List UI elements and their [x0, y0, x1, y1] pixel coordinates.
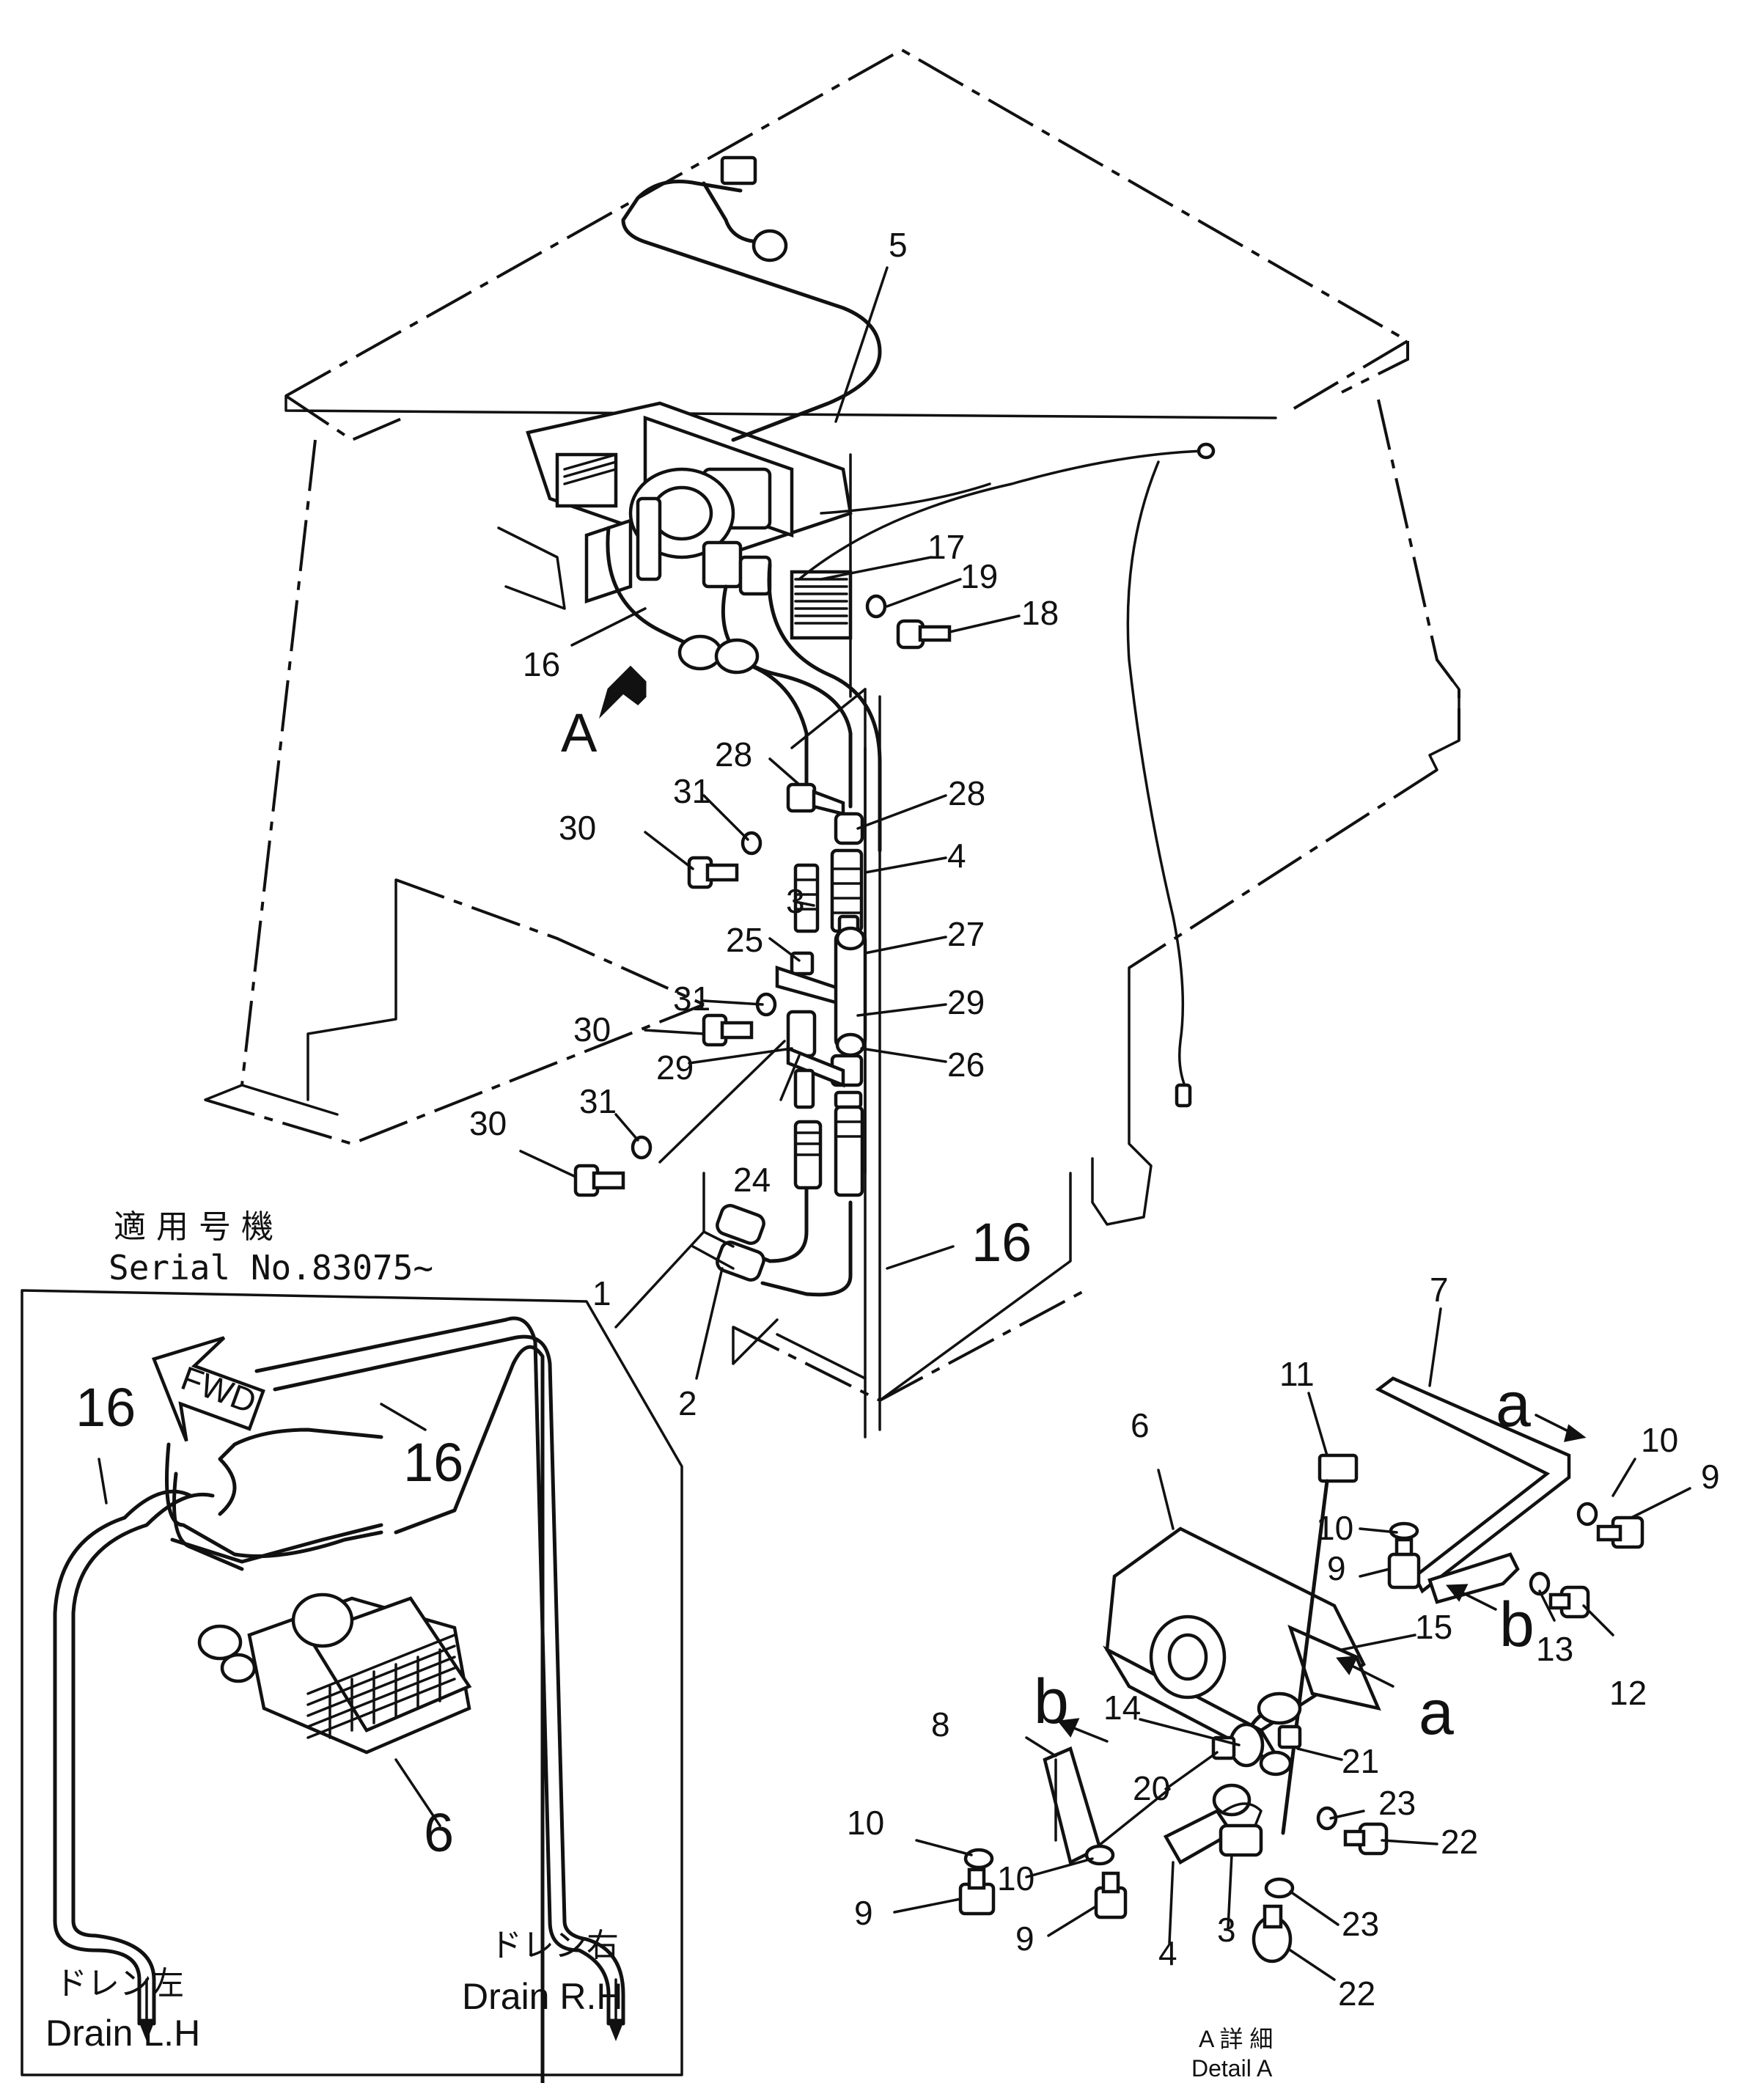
- detail-callout-4: 4: [1158, 1934, 1177, 1972]
- callout-24: 24: [733, 1161, 771, 1199]
- leaders-main: [519, 266, 1021, 1380]
- detail-arrow-a-top: a: [1496, 1370, 1531, 1440]
- callout-29-left: 29: [656, 1048, 694, 1087]
- callout-2: 2: [678, 1384, 697, 1422]
- detail-callout-10-top-right: 10: [1641, 1421, 1678, 1459]
- main-callouts: 5 17 19 18 16 A 28 28 31 30 4 3 25 27 31…: [469, 226, 1059, 1422]
- callout-view-a: A: [561, 702, 598, 763]
- inset-callout-16-left: 16: [76, 1377, 136, 1438]
- callout-4: 4: [947, 837, 966, 875]
- callout-31-top: 31: [673, 772, 710, 810]
- detail-callout-23-top: 23: [1378, 1784, 1416, 1822]
- detail-callout-10-left: 10: [847, 1804, 884, 1842]
- detail-caption-jp: A 詳 細: [1199, 2026, 1273, 2052]
- callout-16-large: 16: [971, 1212, 1032, 1273]
- callout-30-low: 30: [469, 1104, 507, 1142]
- callout-5: 5: [889, 226, 908, 264]
- serial-label-en: Serial No.83075~: [109, 1248, 433, 1287]
- detail-caption-en: Detail A: [1191, 2055, 1273, 2082]
- view-a-arrow: [598, 665, 647, 719]
- detail-callout-11: 11: [1279, 1355, 1315, 1393]
- callout-27: 27: [947, 915, 985, 953]
- detail-callout-7: 7: [1430, 1271, 1449, 1309]
- detail-callout-14: 14: [1103, 1689, 1141, 1727]
- drain-left-en: Drain L.H: [45, 2013, 200, 2054]
- callout-17: 17: [927, 528, 965, 566]
- detail-callout-20: 20: [1133, 1769, 1170, 1807]
- inset-callout-16-top: 16: [403, 1432, 463, 1493]
- drain-right-jp: ドレン右: [490, 1927, 619, 1964]
- detail-callout-8: 8: [931, 1705, 950, 1744]
- detail-callout-15: 15: [1415, 1608, 1452, 1646]
- hoses-main: [606, 526, 882, 1297]
- callout-1: 1: [592, 1274, 611, 1312]
- callout-28-left: 28: [715, 735, 752, 774]
- serial-label-jp: 適 用 号 機: [114, 1208, 273, 1246]
- inset-callout-6: 6: [424, 1802, 454, 1863]
- detail-callout-21: 21: [1342, 1742, 1379, 1780]
- callout-29-right: 29: [947, 983, 985, 1021]
- callout-18: 18: [1021, 594, 1059, 632]
- detail-arrow-a-right: a: [1419, 1678, 1454, 1748]
- detail-arrow-b-right: b: [1499, 1590, 1535, 1660]
- detail-callout-10-low: 10: [997, 1859, 1034, 1898]
- callout-19: 19: [960, 557, 998, 595]
- callout-26: 26: [947, 1046, 985, 1084]
- detail-callout-10-mid: 10: [1316, 1509, 1353, 1547]
- callout-16: 16: [523, 645, 560, 683]
- drain-left-jp: ドレン左: [55, 1965, 184, 2002]
- detail-callout-13: 13: [1536, 1630, 1573, 1668]
- fasteners-main: [573, 594, 952, 1197]
- detail-callout-9-low: 9: [1015, 1919, 1034, 1958]
- detail-callout-3: 3: [1217, 1911, 1236, 1949]
- callout-31-mid: 31: [673, 980, 710, 1018]
- detail-arrow-b-left: b: [1034, 1667, 1069, 1737]
- detail-callout-23-low: 23: [1342, 1905, 1379, 1943]
- callout-30-mid: 30: [573, 1010, 611, 1048]
- detail-callout-22-top: 22: [1441, 1823, 1478, 1861]
- detail-callout-22-low: 22: [1338, 1974, 1375, 2013]
- drain-right-en: Drain R.H: [462, 1976, 622, 2017]
- detail-callout-9-left: 9: [854, 1894, 873, 1932]
- detail-callout-9-top-right: 9: [1701, 1458, 1720, 1496]
- heater-unit: [526, 401, 853, 640]
- callout-31-low: 31: [579, 1082, 617, 1120]
- inset-heater: [197, 1592, 472, 1755]
- detail-a: 7 a 10 9 11 6 10 9 b 15 13 12 a b 14 8 2…: [847, 1271, 1720, 2082]
- inset: 適 用 号 機 Serial No.83075~ FWD: [21, 1208, 683, 2083]
- wire-harness: [621, 155, 1216, 1108]
- callout-30-top: 30: [559, 809, 596, 847]
- valve-assembly: [691, 782, 867, 1282]
- cab-outline: [204, 48, 1460, 1439]
- detail-callout-9-mid: 9: [1327, 1549, 1346, 1587]
- detail-callout-6: 6: [1131, 1406, 1150, 1444]
- callout-3: 3: [786, 882, 805, 920]
- callout-25: 25: [726, 921, 763, 959]
- detail-callout-12: 12: [1609, 1674, 1647, 1712]
- callout-28-right: 28: [948, 774, 985, 812]
